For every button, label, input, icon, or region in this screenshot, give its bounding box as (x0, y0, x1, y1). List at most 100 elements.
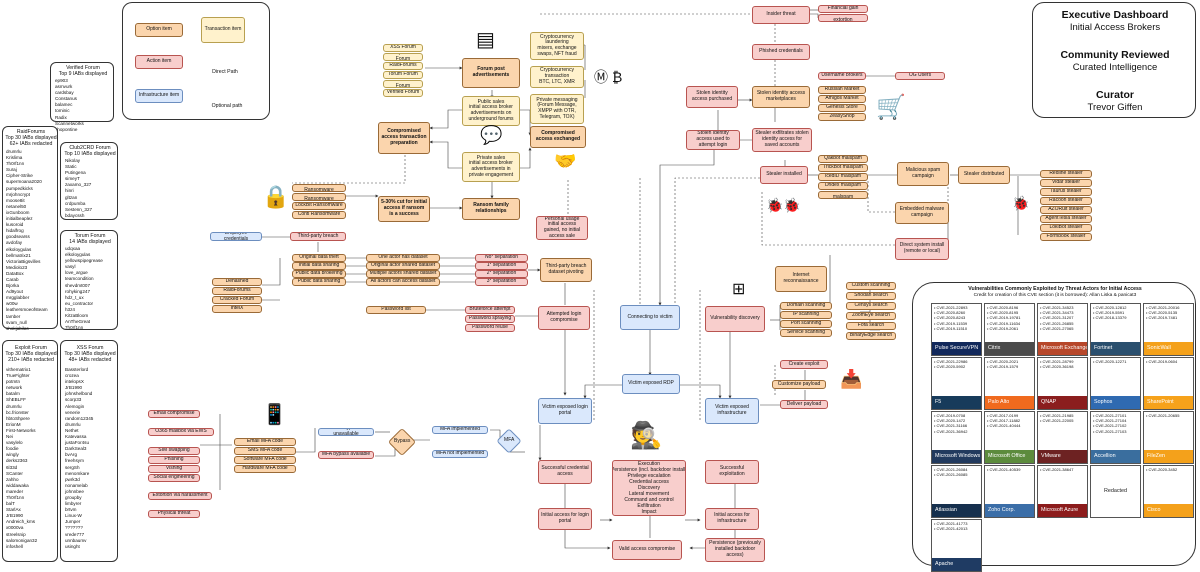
crypto-transaction: Cryptocurrency transaction BTC, LTC, XMR (530, 66, 584, 88)
vendor-name: Atlassian (932, 504, 981, 517)
malspam-trickbot: TrickBot malspam (818, 164, 868, 172)
stolen-identity-used: Stolen identity access used to attempt l… (686, 130, 740, 150)
successful-exploitation: Successful exploitation (705, 460, 759, 484)
stealer-taurus: Taurus stealer (1040, 188, 1092, 196)
legend-action: Action item (135, 55, 183, 69)
vuln-credit: Credit for creation of this CVE section … (973, 293, 1137, 298)
zoomeye-search: ZoomEye search (846, 312, 896, 320)
vulnerability-panel: Vulnerabilities Commonly Exploited by Th… (912, 282, 1196, 572)
separation-2: 2* separation (475, 270, 528, 278)
password-reuse: Password reuse (465, 324, 515, 332)
email-compromise: Email compromise (148, 410, 200, 418)
domain-scanning: Domain scanning (780, 302, 832, 310)
curator-label: Curator (1096, 89, 1134, 101)
market-russian: Russian Market (818, 86, 866, 94)
exploit-forum-head: Exploit Forum Top 30 IABs displayed 210+… (5, 345, 57, 363)
market-amigos: Amigos Market (818, 95, 866, 103)
compromised-transaction-prep: Compromised access transaction preparati… (378, 122, 430, 154)
club2crd-list: Nikolay Static Putingena simeyT zaxamo_3… (65, 158, 93, 218)
malspam-dridex: Dridex malspam (818, 182, 868, 190)
financial-gain: Financial gain (818, 5, 868, 13)
vendor-cve-list: • CVE-2020-12812 • CVE-2019-5591 • CVE-2… (1093, 305, 1127, 321)
service-scanning: Service scanning (780, 329, 832, 337)
vendor-card: • CVE-2017-0199 • CVE-2017-11882 • CVE-2… (984, 411, 1035, 464)
community-reviewed: Community Reviewed (1060, 49, 1170, 61)
username-brokers: Username brokers (818, 72, 866, 80)
exploit-forum-list: vithematrix1 TrueFighter potmtn network … (6, 367, 38, 549)
legend-direct-path: Direct Path (212, 69, 238, 75)
vendor-cve-list: • CVE-2021-28799 • CVE-2020-36198 (1040, 359, 1074, 370)
data-multiple-actors: Multiple actors shared dataset (366, 270, 440, 278)
vendor-name: Cisco (1144, 504, 1193, 517)
mfa-bypass-unavailable: MFA bypass unavailable (318, 428, 374, 436)
lock-icon: 🔒 (262, 184, 290, 209)
ransomware-lockbit: LockBit Ransomware (292, 202, 346, 210)
initial-access-infra: Initial access for infrastructure (705, 508, 759, 530)
vendor-name: SonicWall (1144, 342, 1193, 355)
victim-infrastructure: Victim exposed infrastructure (705, 398, 759, 424)
phishing: Phishing (148, 456, 200, 464)
vendor-cve-list: • CVE-2020-8196 • CVE-2020-8195 • CVE-20… (987, 305, 1021, 331)
vendor-name: SharePoint (1144, 396, 1193, 409)
vendor-name: QNAP (1038, 396, 1087, 409)
handshake-icon: 🤝 (554, 151, 577, 171)
exploit-forum-panel: Exploit Forum Top 30 IABs displayed 210+… (2, 340, 58, 562)
censys-search: Censys search (846, 302, 896, 310)
stealer-racoon: Racoon stealer (1040, 197, 1092, 205)
forum-club: Club2CRD Forum (383, 80, 423, 88)
vendor-name: Sophos (1091, 396, 1140, 409)
legend-option: Option item (135, 23, 183, 37)
malicious-spam-campaign: Malicious spam campaign (897, 162, 949, 186)
raidforums-head: RaidForums Top 30 IABs displayed 62+ IAB… (5, 129, 57, 147)
stealer-azorult: AZORult stealer (1040, 206, 1092, 214)
attempted-login-compromise: Attempted login compromise (538, 306, 590, 330)
market-genesis: Genesis Store (818, 104, 866, 112)
vendor-cve-list: • CVE-2021-38647 (1040, 467, 1074, 472)
vendor-name: Microsoft Windows (932, 450, 981, 463)
successful-credential-access: Successful credential access (538, 460, 592, 484)
binaryedge-search: BinaryEdge search (846, 332, 896, 340)
ransom-family-relationships: Ransom family relationships (462, 198, 520, 220)
public-sales: Public sales initial access broker adver… (462, 96, 520, 126)
vendor-card: • CVE-2020-12812 • CVE-2019-5591 • CVE-2… (1090, 303, 1141, 356)
curator-name: Trevor Giffen (1087, 102, 1143, 113)
mfa-implemented: MFA implemented (432, 426, 488, 434)
access-exchanged: Compromised access exchanged (530, 126, 586, 148)
vendor-card: • CVE-2021-22893 • CVE-2020-8260 • CVE-2… (931, 303, 982, 356)
vendor-cve-list: • CVE-2017-0199 • CVE-2017-11882 • CVE-2… (987, 413, 1021, 429)
club2crd-panel: Club2CRD Forum Top 10 IABs displayed Nik… (60, 142, 118, 220)
personal-usage: Personal usage initial access gained, no… (536, 216, 588, 240)
software-mfa-code: Software MFA code (234, 456, 296, 464)
vendor-name: Pulse SecureVPN (932, 342, 981, 355)
hardware-mfa-code: Hardware MFA code (234, 465, 296, 473)
valid-access-compromise: Valid access compromise (612, 540, 682, 560)
physical-threat: Physical threat (148, 510, 200, 518)
blackmail-extortion: Blackmail or extortion (818, 14, 868, 22)
ransomware-conti: Conti Ransomware (292, 211, 346, 219)
email-mfa-code: Email MFA code (234, 438, 296, 446)
title-block: Executive Dashboard Initial Access Broke… (1032, 2, 1196, 118)
connecting-to-victim: Connecting to victim (620, 305, 680, 330)
vendor-name: Microsoft Office (985, 450, 1034, 463)
separation-0: No* separation (475, 254, 528, 262)
port-scanning: Port scanning (780, 320, 832, 328)
ransomware-avoslocker: AvosLocker Ransomware (292, 193, 346, 201)
torum-head: Torum Forum 14 IABs displayed (69, 233, 111, 245)
torum-panel: Torum Forum 14 IABs displayed udqxaa elk… (60, 230, 118, 330)
third-party-breach: Third-party breach (290, 232, 346, 241)
vendor-cve-list: • CVE-2021-22986 • CVE-2020-5902 (934, 359, 968, 370)
data-one-actor: One actor has dataset (366, 254, 440, 262)
victim-exposed-rdp: Victim exposed RDP (622, 374, 680, 394)
legend-panel: Option item Action item Infrastructure i… (122, 2, 270, 120)
execution-chain: Execution Persistence (incl. backdoor in… (612, 460, 686, 516)
customize-payload: Customize payload (772, 380, 826, 389)
ip-scanning: IP scanning (780, 311, 832, 319)
ransomware-blackmatter: BlackMatter Ransomware (292, 184, 346, 192)
forum-raid: RaidForums (383, 62, 423, 70)
internet-reconnaissance: Internet reconnaissance (775, 266, 827, 292)
curated-intelligence: Curated Intelligence (1072, 62, 1158, 73)
